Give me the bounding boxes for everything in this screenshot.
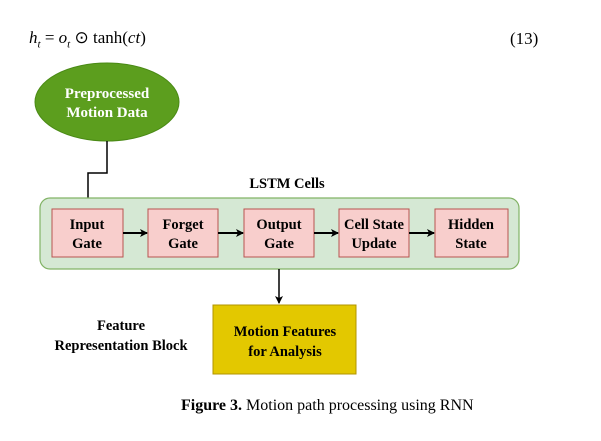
eq-hadamard: ⊙ xyxy=(70,28,93,47)
eq-o: o xyxy=(58,28,68,47)
gate-output-line2: Gate xyxy=(264,236,294,252)
input-node-line1: Preprocessed xyxy=(65,86,150,102)
gate-cell-state-line1: Cell State xyxy=(344,217,405,233)
eq-h-sub: t xyxy=(37,38,41,51)
output-node-line1: Motion Features xyxy=(234,324,337,340)
output-node-line2: for Analysis xyxy=(248,344,322,360)
gate-hidden-state: Hidden State xyxy=(434,208,509,258)
output-node xyxy=(212,304,357,375)
gate-cell-state-line2: Update xyxy=(351,236,397,252)
eq-o-sub: t xyxy=(67,38,71,51)
eq-h: h xyxy=(29,28,38,47)
gate-hidden-state-line2: State xyxy=(455,236,487,252)
gate-output-line1: Output xyxy=(256,217,301,233)
equation-number: (13) xyxy=(510,29,539,48)
gate-hidden-state-line1: Hidden xyxy=(448,217,494,233)
figure-caption: Figure 3. Motion path processing using R… xyxy=(181,397,474,415)
eq-equals: = xyxy=(40,28,59,47)
eq-tanh: tanh( xyxy=(92,28,128,47)
gate-output: Output Gate xyxy=(243,208,315,258)
eq-arg: ct xyxy=(127,28,141,47)
gate-forget-line1: Forget xyxy=(162,217,203,233)
gate-forget-line2: Gate xyxy=(168,236,198,252)
connector-input xyxy=(84,141,108,209)
side-label-line2: Representation Block xyxy=(54,338,188,354)
equation: ht = ot ⊙ tanh(ct) xyxy=(29,28,146,50)
gate-cell-state: Cell State Update xyxy=(338,208,410,258)
gate-input: Input Gate xyxy=(51,208,124,258)
side-label-line1: Feature xyxy=(97,318,146,334)
caption-prefix: Figure 3. xyxy=(181,397,243,414)
input-node xyxy=(34,62,180,142)
eq-close: ) xyxy=(140,28,146,47)
gate-forget: Forget Gate xyxy=(147,208,219,258)
container-title: LSTM Cells xyxy=(249,176,325,192)
gate-input-line2: Gate xyxy=(72,236,102,252)
caption-text: Motion path processing using RNN xyxy=(242,397,474,414)
input-node-line2: Motion Data xyxy=(66,105,148,121)
gate-input-line1: Input xyxy=(70,217,105,233)
